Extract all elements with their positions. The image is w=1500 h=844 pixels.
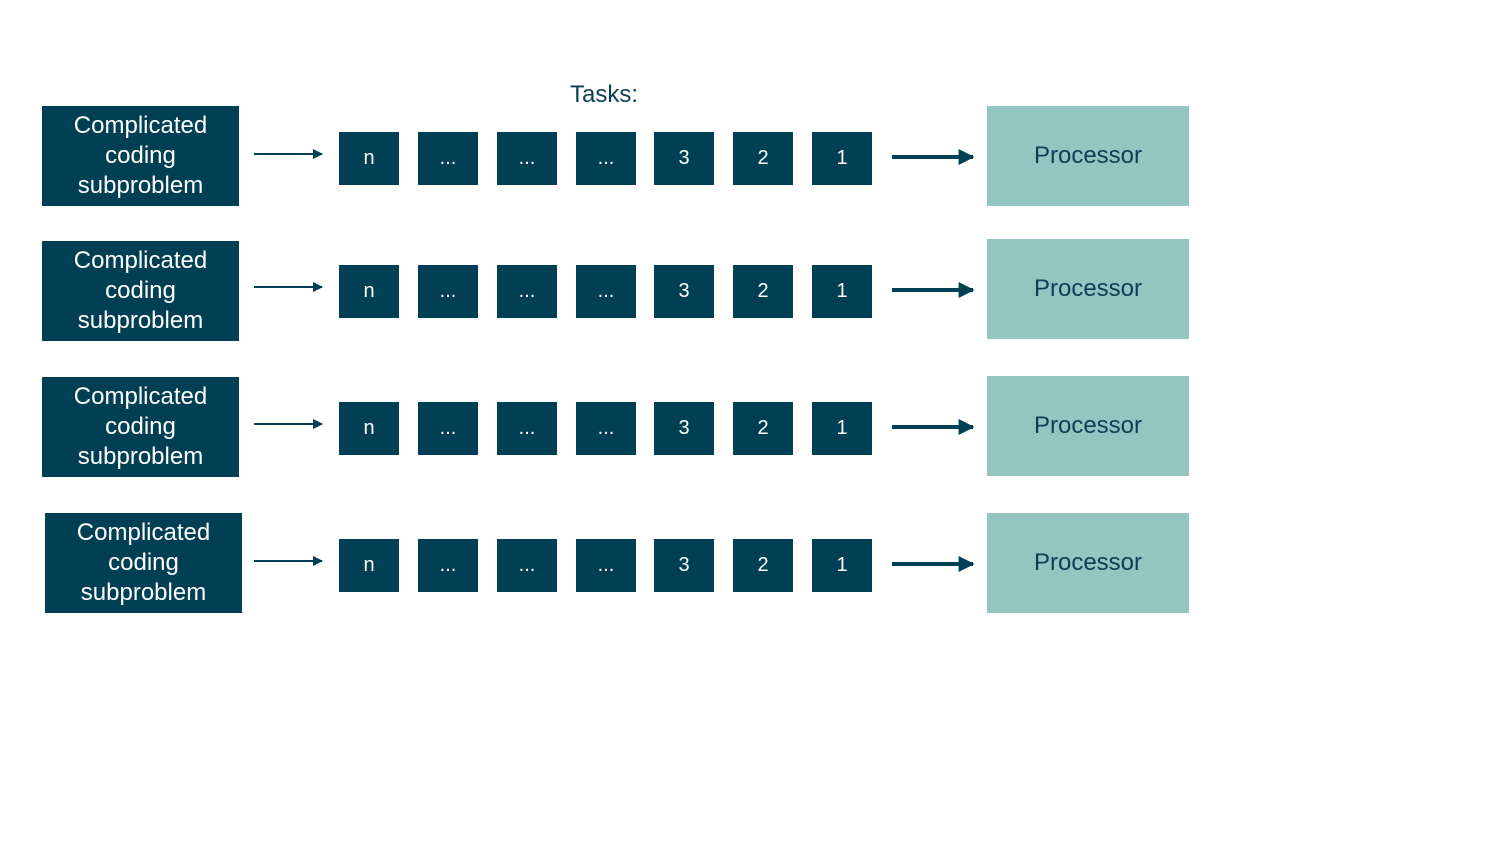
task-ellipsis-3-box: ... [576, 132, 636, 185]
task-3-box: 3 [654, 132, 714, 185]
task-2-box: 2 [733, 132, 793, 185]
task-ellipsis-2-box: ... [497, 539, 557, 592]
task-n-box: n [339, 265, 399, 318]
task-1-box: 1 [812, 265, 872, 318]
task-ellipsis-1-box: ... [418, 132, 478, 185]
subproblem-label: Complicated coding subproblem [73, 383, 208, 470]
processor-box: Processor [987, 106, 1189, 206]
task-2-box: 2 [733, 402, 793, 455]
tasks-label: Tasks: [570, 81, 639, 108]
task-ellipsis-1-box: ... [418, 402, 478, 455]
task-ellipsis-1-box: ... [418, 265, 478, 318]
task-ellipsis-1-box: ... [418, 539, 478, 592]
subproblem-label: Complicated coding subproblem [73, 247, 208, 334]
task-ellipsis-3-box: ... [576, 265, 636, 318]
processor-box: Processor [987, 239, 1189, 339]
subproblem-box: Complicated coding subproblem [42, 106, 239, 206]
task-n-box: n [339, 132, 399, 185]
task-n-box: n [339, 539, 399, 592]
task-1-box: 1 [812, 402, 872, 455]
subproblem-box: Complicated coding subproblem [42, 377, 239, 477]
task-2-box: 2 [733, 539, 793, 592]
subproblem-label: Complicated coding subproblem [76, 519, 211, 606]
subproblem-label: Complicated coding subproblem [73, 112, 208, 199]
task-3-box: 3 [654, 539, 714, 592]
task-ellipsis-3-box: ... [576, 402, 636, 455]
task-ellipsis-3-box: ... [576, 539, 636, 592]
subproblem-box: Complicated coding subproblem [45, 513, 242, 613]
task-ellipsis-2-box: ... [497, 402, 557, 455]
task-1-box: 1 [812, 539, 872, 592]
task-n-box: n [339, 402, 399, 455]
processor-box: Processor [987, 513, 1189, 613]
task-3-box: 3 [654, 265, 714, 318]
task-3-box: 3 [654, 402, 714, 455]
task-ellipsis-2-box: ... [497, 132, 557, 185]
subproblem-box: Complicated coding subproblem [42, 241, 239, 341]
processor-box: Processor [987, 376, 1189, 476]
task-2-box: 2 [733, 265, 793, 318]
task-1-box: 1 [812, 132, 872, 185]
task-ellipsis-2-box: ... [497, 265, 557, 318]
